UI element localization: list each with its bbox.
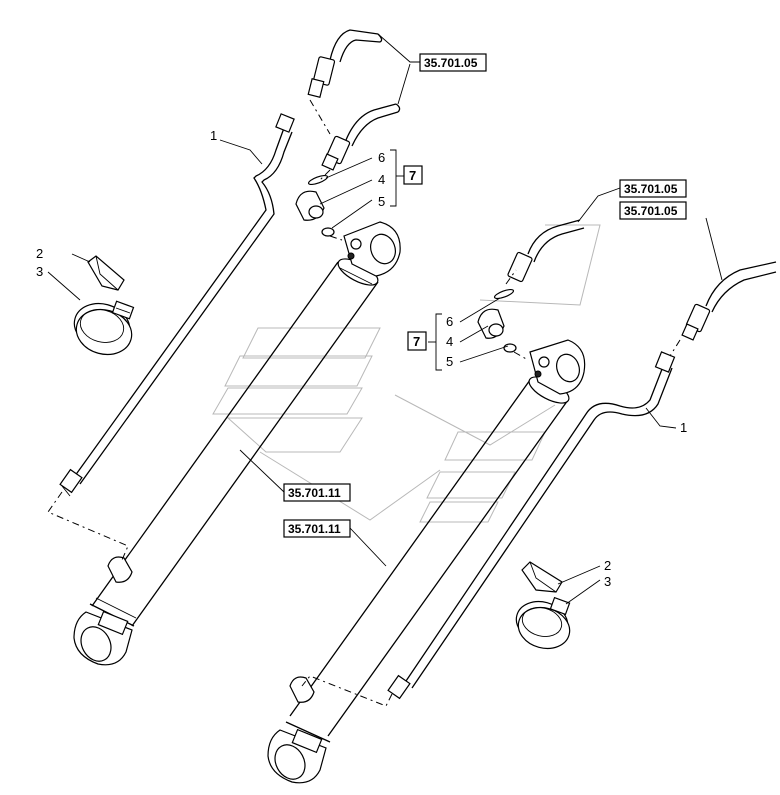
callout-right-clamp: 3	[604, 574, 611, 589]
kit-label-left: 7	[409, 168, 416, 183]
ref-label-cylinder-lower: 35.701.11	[288, 522, 341, 536]
left-clip-and-clamp	[73, 255, 135, 356]
kit-box-right: 7	[407, 331, 427, 351]
right-fitting-parts	[477, 288, 517, 353]
callout-right-clip: 2	[604, 558, 611, 573]
callout-left-clamp: 3	[36, 264, 43, 279]
right-pipe	[387, 351, 676, 700]
left-hoses	[307, 29, 401, 171]
callout-left-pipe: 1	[210, 128, 217, 143]
left-pipe	[59, 113, 295, 497]
left-assembly-lines	[47, 99, 343, 561]
right-assembly-lines	[301, 269, 681, 707]
ref-label-hose-left: 35.701.05	[424, 56, 478, 70]
right-clip-and-clamp	[515, 561, 571, 650]
ref-box-hose-right-bottom[interactable]: 35.701.05	[619, 201, 687, 220]
ref-label-hose-right-top: 35.701.05	[624, 182, 678, 196]
callout-right-fitting: 4	[446, 334, 453, 349]
left-fitting-parts	[295, 174, 335, 237]
left-lower-port	[107, 556, 133, 583]
callout-left-fitting: 4	[378, 172, 385, 187]
callout-right-o-ring: 5	[446, 354, 453, 369]
callout-left-o-ring: 5	[378, 194, 385, 209]
callout-left-clip: 2	[36, 246, 43, 261]
leader-lines	[47, 33, 723, 605]
ref-label-cylinder-upper: 35.701.11	[288, 486, 341, 500]
callout-labels: 1 2 3 6 4 5 6 4 5 1 2 3	[36, 128, 687, 589]
left-cylinder	[73, 221, 401, 666]
right-cylinder	[267, 339, 586, 784]
background-ghost-panels	[212, 224, 601, 523]
ref-label-hose-right-bottom: 35.701.05	[624, 204, 678, 218]
ref-box-hose-left[interactable]: 35.701.05	[419, 53, 487, 72]
kit-label-right: 7	[413, 334, 420, 349]
callout-left-washer: 6	[378, 150, 385, 165]
callout-right-pipe: 1	[680, 420, 687, 435]
ref-box-hose-right-top[interactable]: 35.701.05	[619, 179, 687, 198]
callout-right-washer: 6	[446, 314, 453, 329]
kit-box-left: 7	[403, 165, 423, 185]
ref-box-cylinder-upper[interactable]: 35.701.11	[283, 483, 351, 502]
right-hoses	[507, 219, 777, 341]
ref-box-cylinder-lower[interactable]: 35.701.11	[283, 519, 351, 538]
